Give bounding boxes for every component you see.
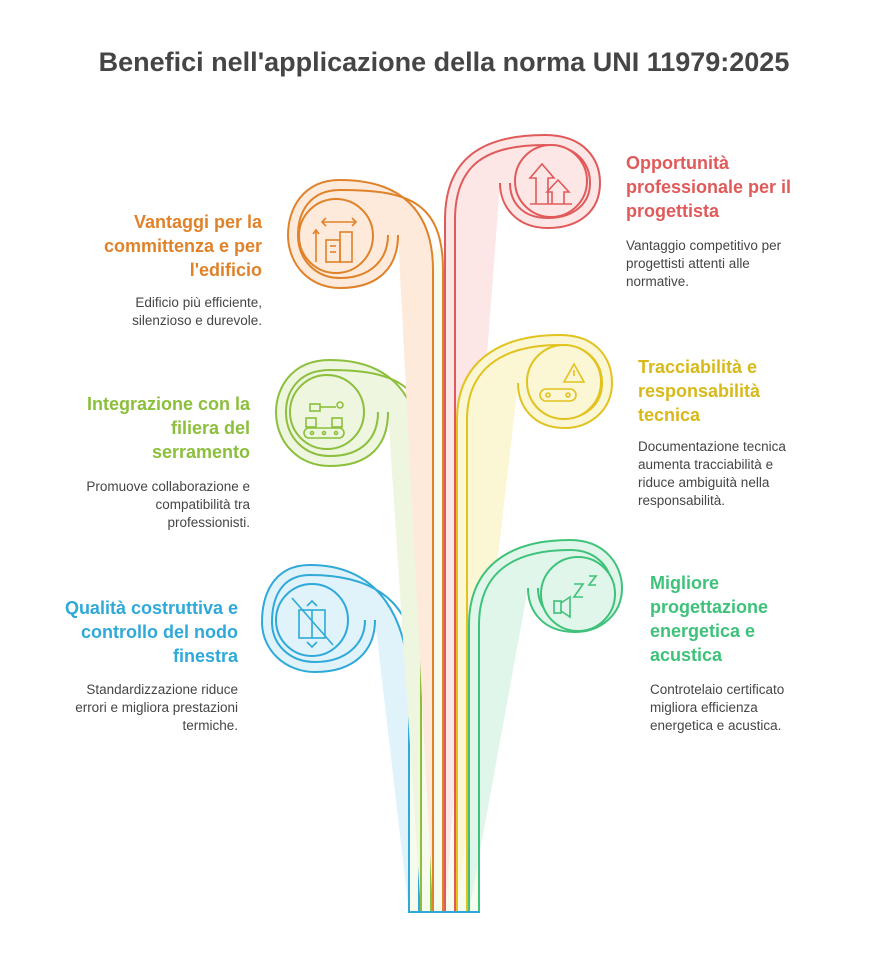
building-measure-icon [312,217,358,263]
page-title: Benefici nell'applicazione della norma U… [98,47,790,77]
branch-vantaggi [286,178,444,912]
quiet-sound-icon [553,575,598,619]
branch-opportunita [444,133,602,912]
branch-tracciabilita [456,333,614,912]
window-node-icon [291,597,334,649]
warning-conveyor-icon [539,362,586,402]
branch-integrazione [274,358,432,912]
branch-qualita [260,563,420,912]
branch-energetica [468,538,624,912]
branch-description-vantaggi: Edificio più efficiente,silenzioso e dur… [132,295,262,328]
growth-arrows-icon [528,162,572,205]
assembly-line-icon [303,401,345,439]
